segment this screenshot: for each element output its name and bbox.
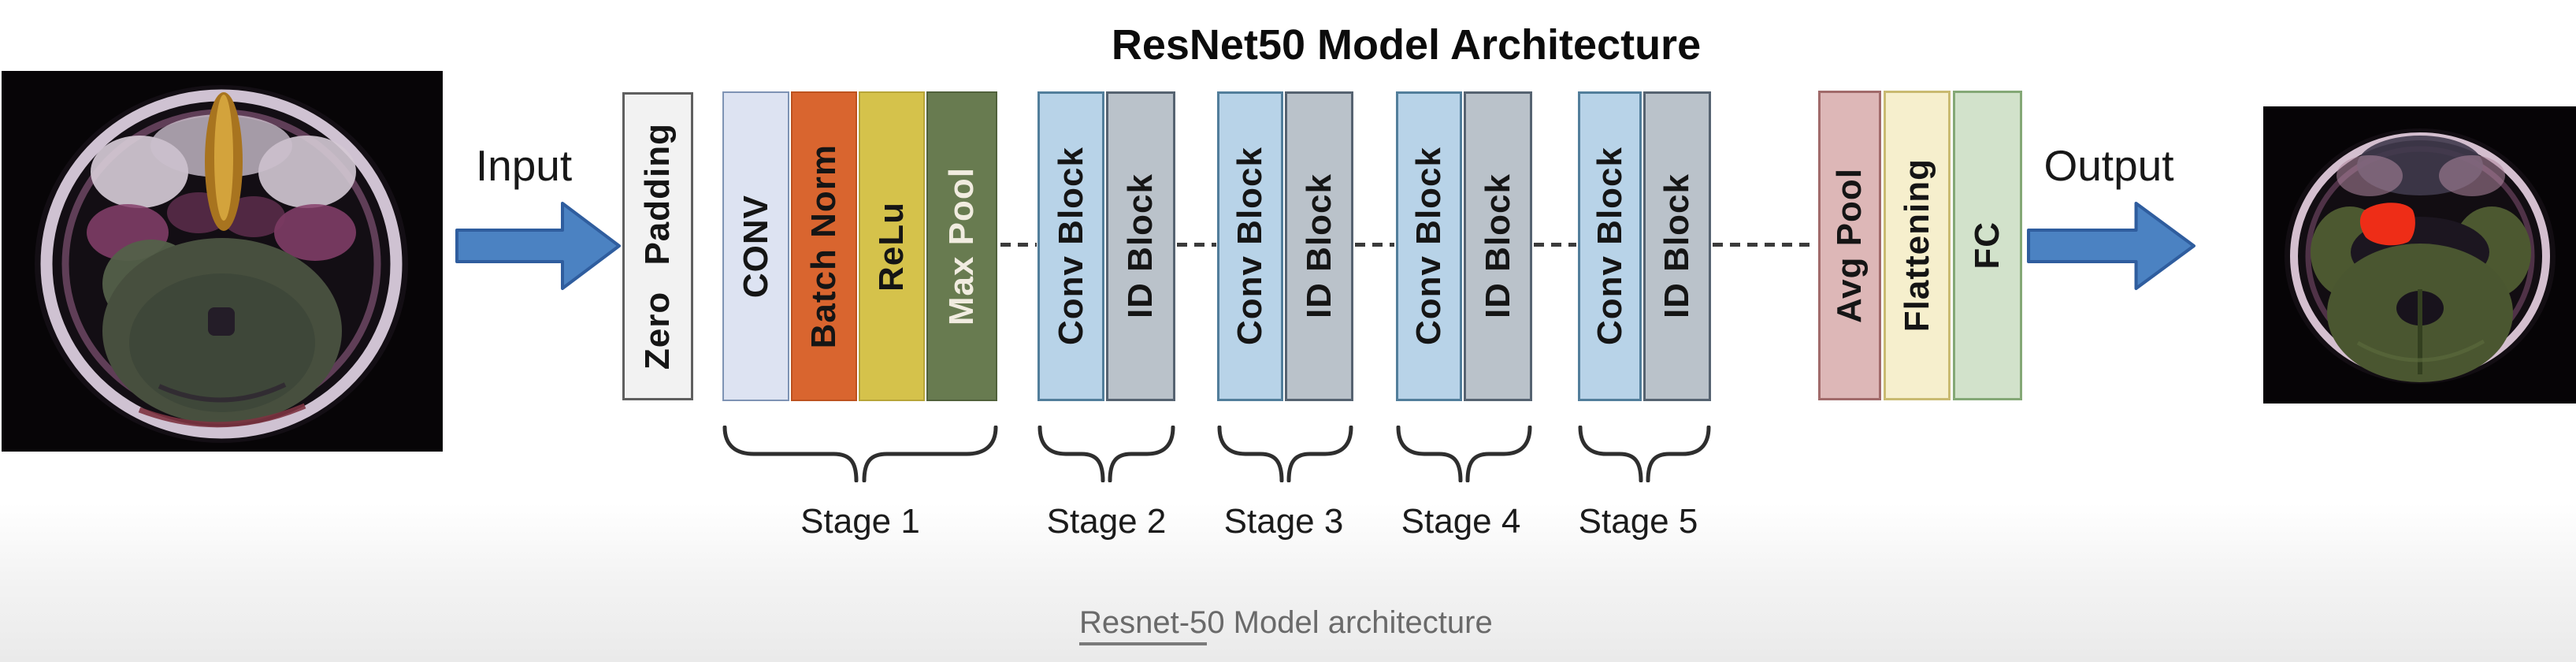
output-label: Output <box>2043 141 2174 190</box>
relu-block: ReLu <box>859 91 925 401</box>
avg-pool-label: Avg Pool <box>1830 167 1869 324</box>
max-pool-block: Max Pool <box>926 91 997 401</box>
output-arrow-icon <box>2027 200 2197 292</box>
stage1-label: Stage 1 <box>800 502 920 541</box>
stage3-conv-block-label: Conv Block <box>1230 147 1269 346</box>
stage5-brace <box>1578 426 1711 482</box>
stage4-id-block-label: ID Block <box>1478 173 1517 319</box>
stage2-label: Stage 2 <box>1046 502 1167 541</box>
stage5-conv-block: Conv Block <box>1578 91 1642 401</box>
fc-label: FC <box>1968 221 2006 270</box>
stage2-id-block-label: ID Block <box>1121 173 1160 319</box>
stage4-id-block: ID Block <box>1464 91 1532 401</box>
dashed-connector <box>1000 243 1037 247</box>
stage5-conv-block-label: Conv Block <box>1590 147 1629 346</box>
stage2-conv-block-label: Conv Block <box>1051 147 1090 346</box>
stage4-conv-block: Conv Block <box>1396 91 1462 401</box>
conv-label: CONV <box>736 194 775 299</box>
diagram-title: ResNet50 Model Architecture <box>1111 21 1702 69</box>
stage4-conv-block-label: Conv Block <box>1409 147 1448 346</box>
dashed-connector <box>1355 243 1394 247</box>
tumor-highlight <box>2359 203 2415 246</box>
caption-text: 0 Model architecture <box>1207 605 1493 640</box>
stage3-conv-block: Conv Block <box>1217 91 1283 401</box>
fc-block: FC <box>1953 91 2022 400</box>
caption-link[interactable]: Resnet-5 <box>1079 605 1208 645</box>
dashed-connector <box>1534 243 1576 247</box>
stage2-brace <box>1037 426 1175 482</box>
stage5-label: Stage 5 <box>1578 502 1698 541</box>
relu-label: ReLu <box>872 201 911 292</box>
brain-scan-input-icon <box>2 71 443 452</box>
stage1-brace <box>722 426 998 482</box>
batch-norm-block: Batch Norm <box>791 91 857 401</box>
conv-layer-block: CONV <box>722 91 789 401</box>
zero-padding-block: Zero Padding <box>622 92 693 400</box>
stage3-id-block: ID Block <box>1285 91 1353 401</box>
batch-norm-label: Batch Norm <box>804 143 843 349</box>
stage4-brace <box>1396 426 1532 482</box>
dashed-connector <box>1177 243 1216 247</box>
output-mri-image <box>2263 106 2576 404</box>
flattening-label: Flattening <box>1897 158 1936 333</box>
dashed-connector <box>1713 243 1817 247</box>
brain-scan-output-icon <box>2263 106 2576 404</box>
input-arrow-icon <box>455 200 622 292</box>
flattening-block: Flattening <box>1884 91 1951 400</box>
stage3-label: Stage 3 <box>1223 502 1344 541</box>
stage3-brace <box>1217 426 1353 482</box>
stage4-label: Stage 4 <box>1401 502 1521 541</box>
stage2-conv-block: Conv Block <box>1037 91 1104 401</box>
stage5-id-block-label: ID Block <box>1657 173 1696 319</box>
max-pool-label: Max Pool <box>942 166 981 326</box>
input-label: Input <box>475 141 573 190</box>
zero-padding-label: Zero Padding <box>638 122 677 370</box>
input-mri-image <box>2 71 443 452</box>
avg-pool-block: Avg Pool <box>1818 91 1881 400</box>
stage3-id-block-label: ID Block <box>1299 173 1338 319</box>
figure-caption: Resnet-50 Model architecture <box>1079 605 1583 646</box>
stage5-id-block: ID Block <box>1643 91 1711 401</box>
stage2-id-block: ID Block <box>1106 91 1175 401</box>
